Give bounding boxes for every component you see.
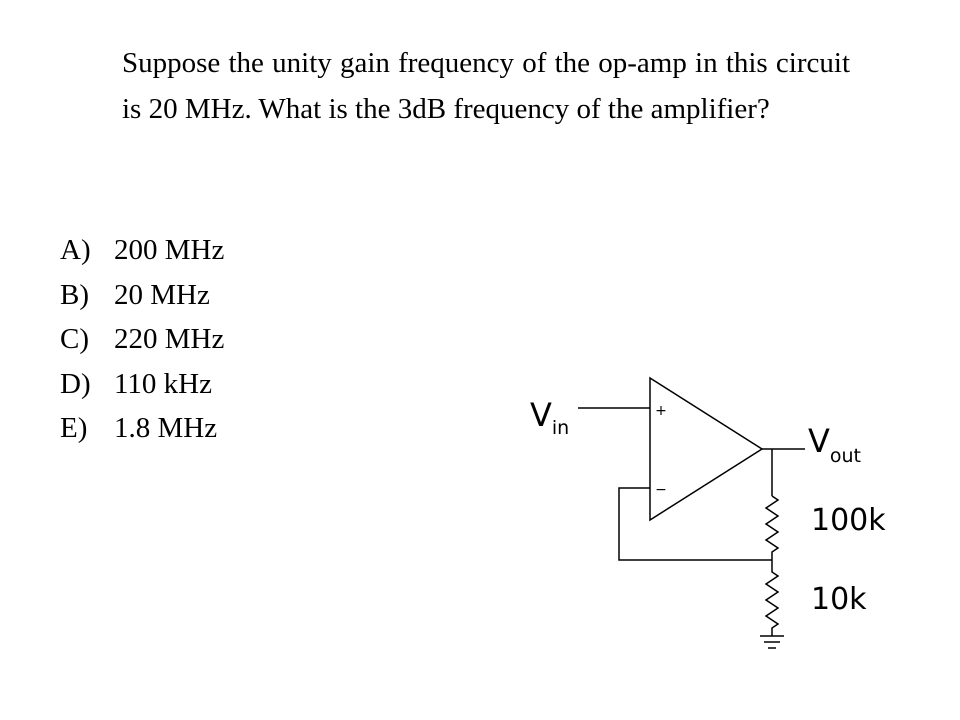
answer-letter: C) xyxy=(60,323,89,355)
answer-option-a[interactable]: A) 200 MHz xyxy=(60,228,224,273)
answer-letter: A) xyxy=(60,234,91,266)
answer-choices: A) 200 MHz B) 20 MHz C) 220 MHz D) 110 kHz E… xyxy=(60,228,224,451)
answer-option-b[interactable]: B) 20 MHz xyxy=(60,273,224,318)
answer-option-e[interactable]: E) 1.8 MHz xyxy=(60,406,224,451)
resistor-10k-symbol xyxy=(764,560,780,636)
answer-option-d[interactable]: D) 110 kHz xyxy=(60,362,224,407)
feedback-wire xyxy=(618,487,772,561)
resistor-10k-label: 10k xyxy=(811,582,867,617)
plus-input-sign: + xyxy=(655,403,667,419)
vout-label: Vout xyxy=(808,422,862,467)
ground-icon xyxy=(760,635,784,649)
answer-text: 220 MHz xyxy=(114,323,225,355)
answer-option-c[interactable]: C) 220 MHz xyxy=(60,317,224,362)
minus-input-sign: − xyxy=(655,482,667,498)
answer-text: 1.8 MHz xyxy=(114,412,218,444)
answer-text: 200 MHz xyxy=(114,234,225,266)
answer-letter: B) xyxy=(60,278,89,311)
answer-text: 110 kHz xyxy=(114,367,212,400)
vin-label: Vin xyxy=(530,396,570,439)
answer-text: 20 MHz xyxy=(114,278,210,311)
op-amp-triangle xyxy=(649,376,764,522)
question-text: Suppose the unity gain frequency of the … xyxy=(122,47,850,125)
resistor-100k-symbol xyxy=(764,495,780,560)
answer-letter: E) xyxy=(60,412,88,444)
answer-letter: D) xyxy=(60,367,91,400)
resistor-100k-label: 100k xyxy=(811,503,886,538)
